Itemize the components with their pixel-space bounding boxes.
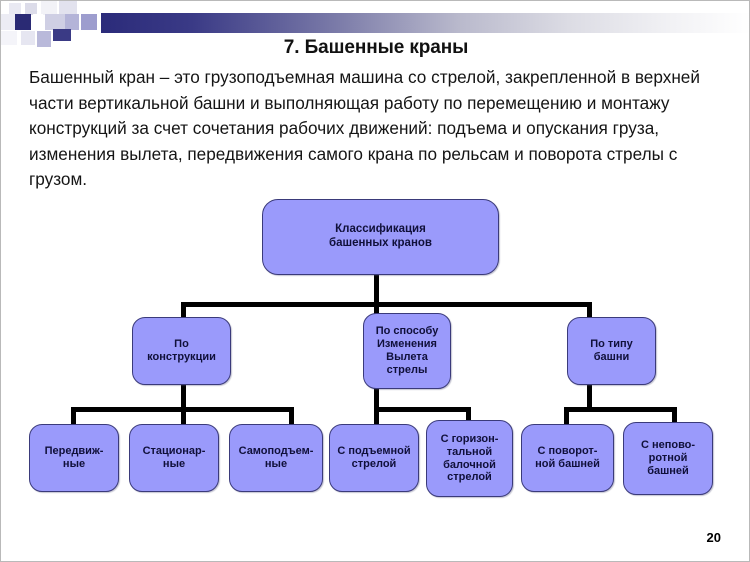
line: ные [62,458,86,470]
line: С поворот- [537,445,598,458]
line: ной башней [535,458,600,470]
node-leaf-non-slewing-tower[interactable]: С непово- ротной башней [623,422,713,495]
page-number: 20 [706,530,721,545]
connector-stem-boom-reach [374,387,379,410]
node-leaf-horizontal-boom[interactable]: С горизон- тальной балочной стрелой [426,420,513,497]
node-by-boom-reach-method-label: По способу Изменения Вылета стрелы [373,325,442,377]
connector-drop-construction [181,302,186,319]
node-root-label: Классификация башенных кранов [326,223,435,250]
header-gradient-bar [101,13,749,33]
node-leaf-self-erecting[interactable]: Самоподъем- ные [229,424,323,492]
node-leaf-mobile-label: Передвиж- ные [42,445,107,471]
line: стрелой [351,458,397,470]
node-leaf-luffing-boom[interactable]: С подъемной стрелой [329,424,419,492]
node-by-boom-reach-method[interactable]: По способу Изменения Вылета стрелы [363,313,451,389]
line: ные [162,458,186,470]
node-leaf-stationary[interactable]: Стационар- ные [129,424,219,492]
line: конструкции [147,351,216,363]
line: По способу [375,325,439,338]
node-leaf-horizontal-boom-label: С горизон- тальной балочной стрелой [438,433,502,485]
connector-stem-tower-type [587,383,592,410]
node-by-tower-type-label: По типу башни [587,338,636,364]
connector-drop-boom-reach [374,302,379,315]
line: ротной [648,452,688,465]
connector-drop-tower-type [587,302,592,319]
line: Самоподъем- [238,445,314,458]
line: стрелы [386,363,428,376]
connector-drop-stationary [181,407,186,425]
line: башней [647,464,689,477]
line: Передвиж- [44,445,104,458]
connector-drop-mobile [71,407,76,425]
node-by-construction[interactable]: По конструкции [132,317,231,385]
connector-drop-slewing [564,407,569,425]
line: башни [593,351,630,363]
node-leaf-luffing-boom-label: С подъемной стрелой [334,445,413,471]
line: С горизон- [440,432,499,445]
node-root-classification[interactable]: Классификация башенных кранов [262,199,499,275]
connector-root-stem [374,273,379,305]
node-leaf-self-erecting-label: Самоподъем- ные [236,445,317,471]
connector-drop-luffing [374,407,379,425]
line: Вылета [386,351,428,363]
connector-drop-self-erecting [289,407,294,425]
node-root-line2: башенных кранов [328,237,432,249]
line: тальной [446,445,493,458]
node-leaf-mobile[interactable]: Передвиж- ные [29,424,119,492]
node-leaf-slewing-tower-label: С поворот- ной башней [532,445,603,471]
header-pixel-decoration [1,1,161,47]
connector-bus-boom-reach [374,407,471,412]
node-leaf-stationary-label: Стационар- ные [140,445,209,471]
classification-tree-diagram: Классификация башенных кранов По констру… [1,191,749,521]
node-leaf-slewing-tower[interactable]: С поворот- ной башней [521,424,614,492]
line: С непово- [640,439,696,452]
line: По [174,338,189,351]
line: балочной [443,458,496,471]
connector-drop-non-slewing [672,407,677,423]
line: Стационар- [142,445,206,458]
connector-level2-bus [181,302,592,307]
node-leaf-non-slewing-tower-label: С непово- ротной башней [638,439,698,478]
node-by-tower-type[interactable]: По типу башни [567,317,656,385]
connector-stem-construction [181,383,186,410]
node-root-line1: Классификация [335,223,426,236]
connector-drop-horizontal [466,407,471,421]
line: По типу [590,338,633,351]
body-paragraph: Башенный кран – это грузоподъемная машин… [29,67,700,189]
node-by-construction-label: По конструкции [144,338,219,364]
line: С подъемной [337,445,411,458]
line: ные [264,458,288,470]
line: стрелой [447,471,492,484]
page-title: 7. Башенные краны [283,37,469,58]
line: Изменения [377,338,437,351]
connector-bus-tower-type [564,407,677,412]
